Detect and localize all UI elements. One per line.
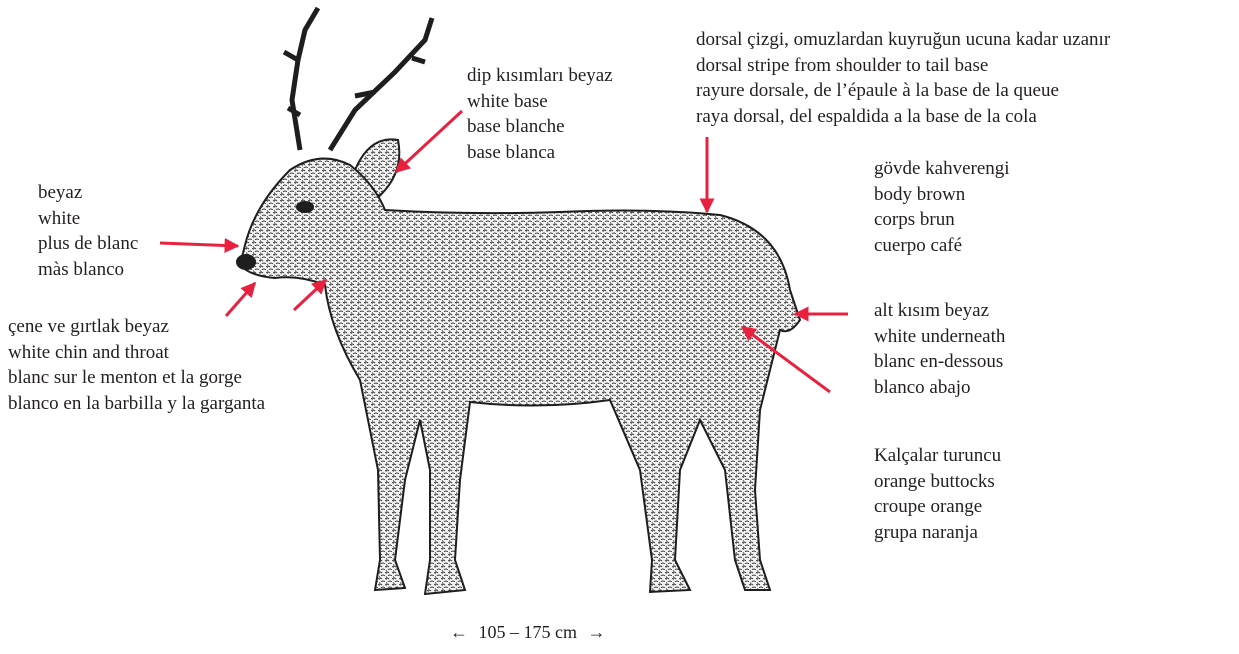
chin-arrow (226, 283, 255, 316)
label-line: alt kısım beyaz (874, 298, 1005, 324)
label-line: white chin and throat (8, 340, 265, 366)
muzzle-label: beyaz white plus de blanc màs blanco (38, 180, 138, 282)
chin-throat-label: çene ve gırtlak beyaz white chin and thr… (8, 314, 265, 416)
label-line: cuerpo café (874, 233, 1010, 259)
body (240, 159, 800, 594)
label-line: grupa naranja (874, 520, 1001, 546)
label-line: màs blanco (38, 257, 138, 283)
label-line: white (38, 206, 138, 232)
body-color-label: gövde kahverengi body brown corps brun c… (874, 156, 1010, 258)
tail-underside-label: alt kısım beyaz white underneath blanc e… (874, 298, 1005, 400)
label-line: blanc en-dessous (874, 349, 1005, 375)
label-line: orange buttocks (874, 469, 1001, 495)
left-antler (284, 8, 318, 150)
ear-base-label: dip kısımları beyaz white base base blan… (467, 63, 613, 165)
label-line: gövde kahverengi (874, 156, 1010, 182)
label-line: raya dorsal, del espaldida a la base de … (696, 104, 1110, 130)
label-line: base blanche (467, 114, 613, 140)
eye (297, 202, 313, 212)
label-line: blanco en la barbilla y la garganta (8, 391, 265, 417)
label-line: croupe orange (874, 494, 1001, 520)
throat-arrow (294, 280, 326, 310)
label-line: blanc sur le menton et la gorge (8, 365, 265, 391)
label-line: beyaz (38, 180, 138, 206)
label-line: plus de blanc (38, 231, 138, 257)
label-line: dip kısımları beyaz (467, 63, 613, 89)
label-line: Kalçalar turuncu (874, 443, 1001, 469)
label-line: dorsal çizgi, omuzlardan kuyruğun ucuna … (696, 27, 1110, 53)
nose (237, 255, 255, 269)
label-line: base blanca (467, 140, 613, 166)
label-line: body brown (874, 182, 1010, 208)
buttocks-label: Kalçalar turuncu orange buttocks croupe … (874, 443, 1001, 545)
label-line: dorsal stripe from shoulder to tail base (696, 53, 1110, 79)
label-line: rayure dorsale, de l’épaule à la base de… (696, 78, 1110, 104)
label-line: white base (467, 89, 613, 115)
label-line: white underneath (874, 324, 1005, 350)
label-line: çene ve gırtlak beyaz (8, 314, 265, 340)
body-length-scale: ← 105 – 175 cm → (450, 622, 606, 643)
right-arrow-icon: → (588, 622, 606, 643)
dorsal-stripe-label: dorsal çizgi, omuzlardan kuyruğun ucuna … (696, 27, 1110, 129)
right-antler (330, 18, 432, 150)
ear-arrow (396, 111, 462, 172)
muzzle-arrow (160, 243, 238, 246)
length-range: 105 – 175 cm (479, 622, 578, 643)
label-line: corps brun (874, 207, 1010, 233)
label-line: blanco abajo (874, 375, 1005, 401)
left-arrow-icon: ← (450, 622, 468, 643)
